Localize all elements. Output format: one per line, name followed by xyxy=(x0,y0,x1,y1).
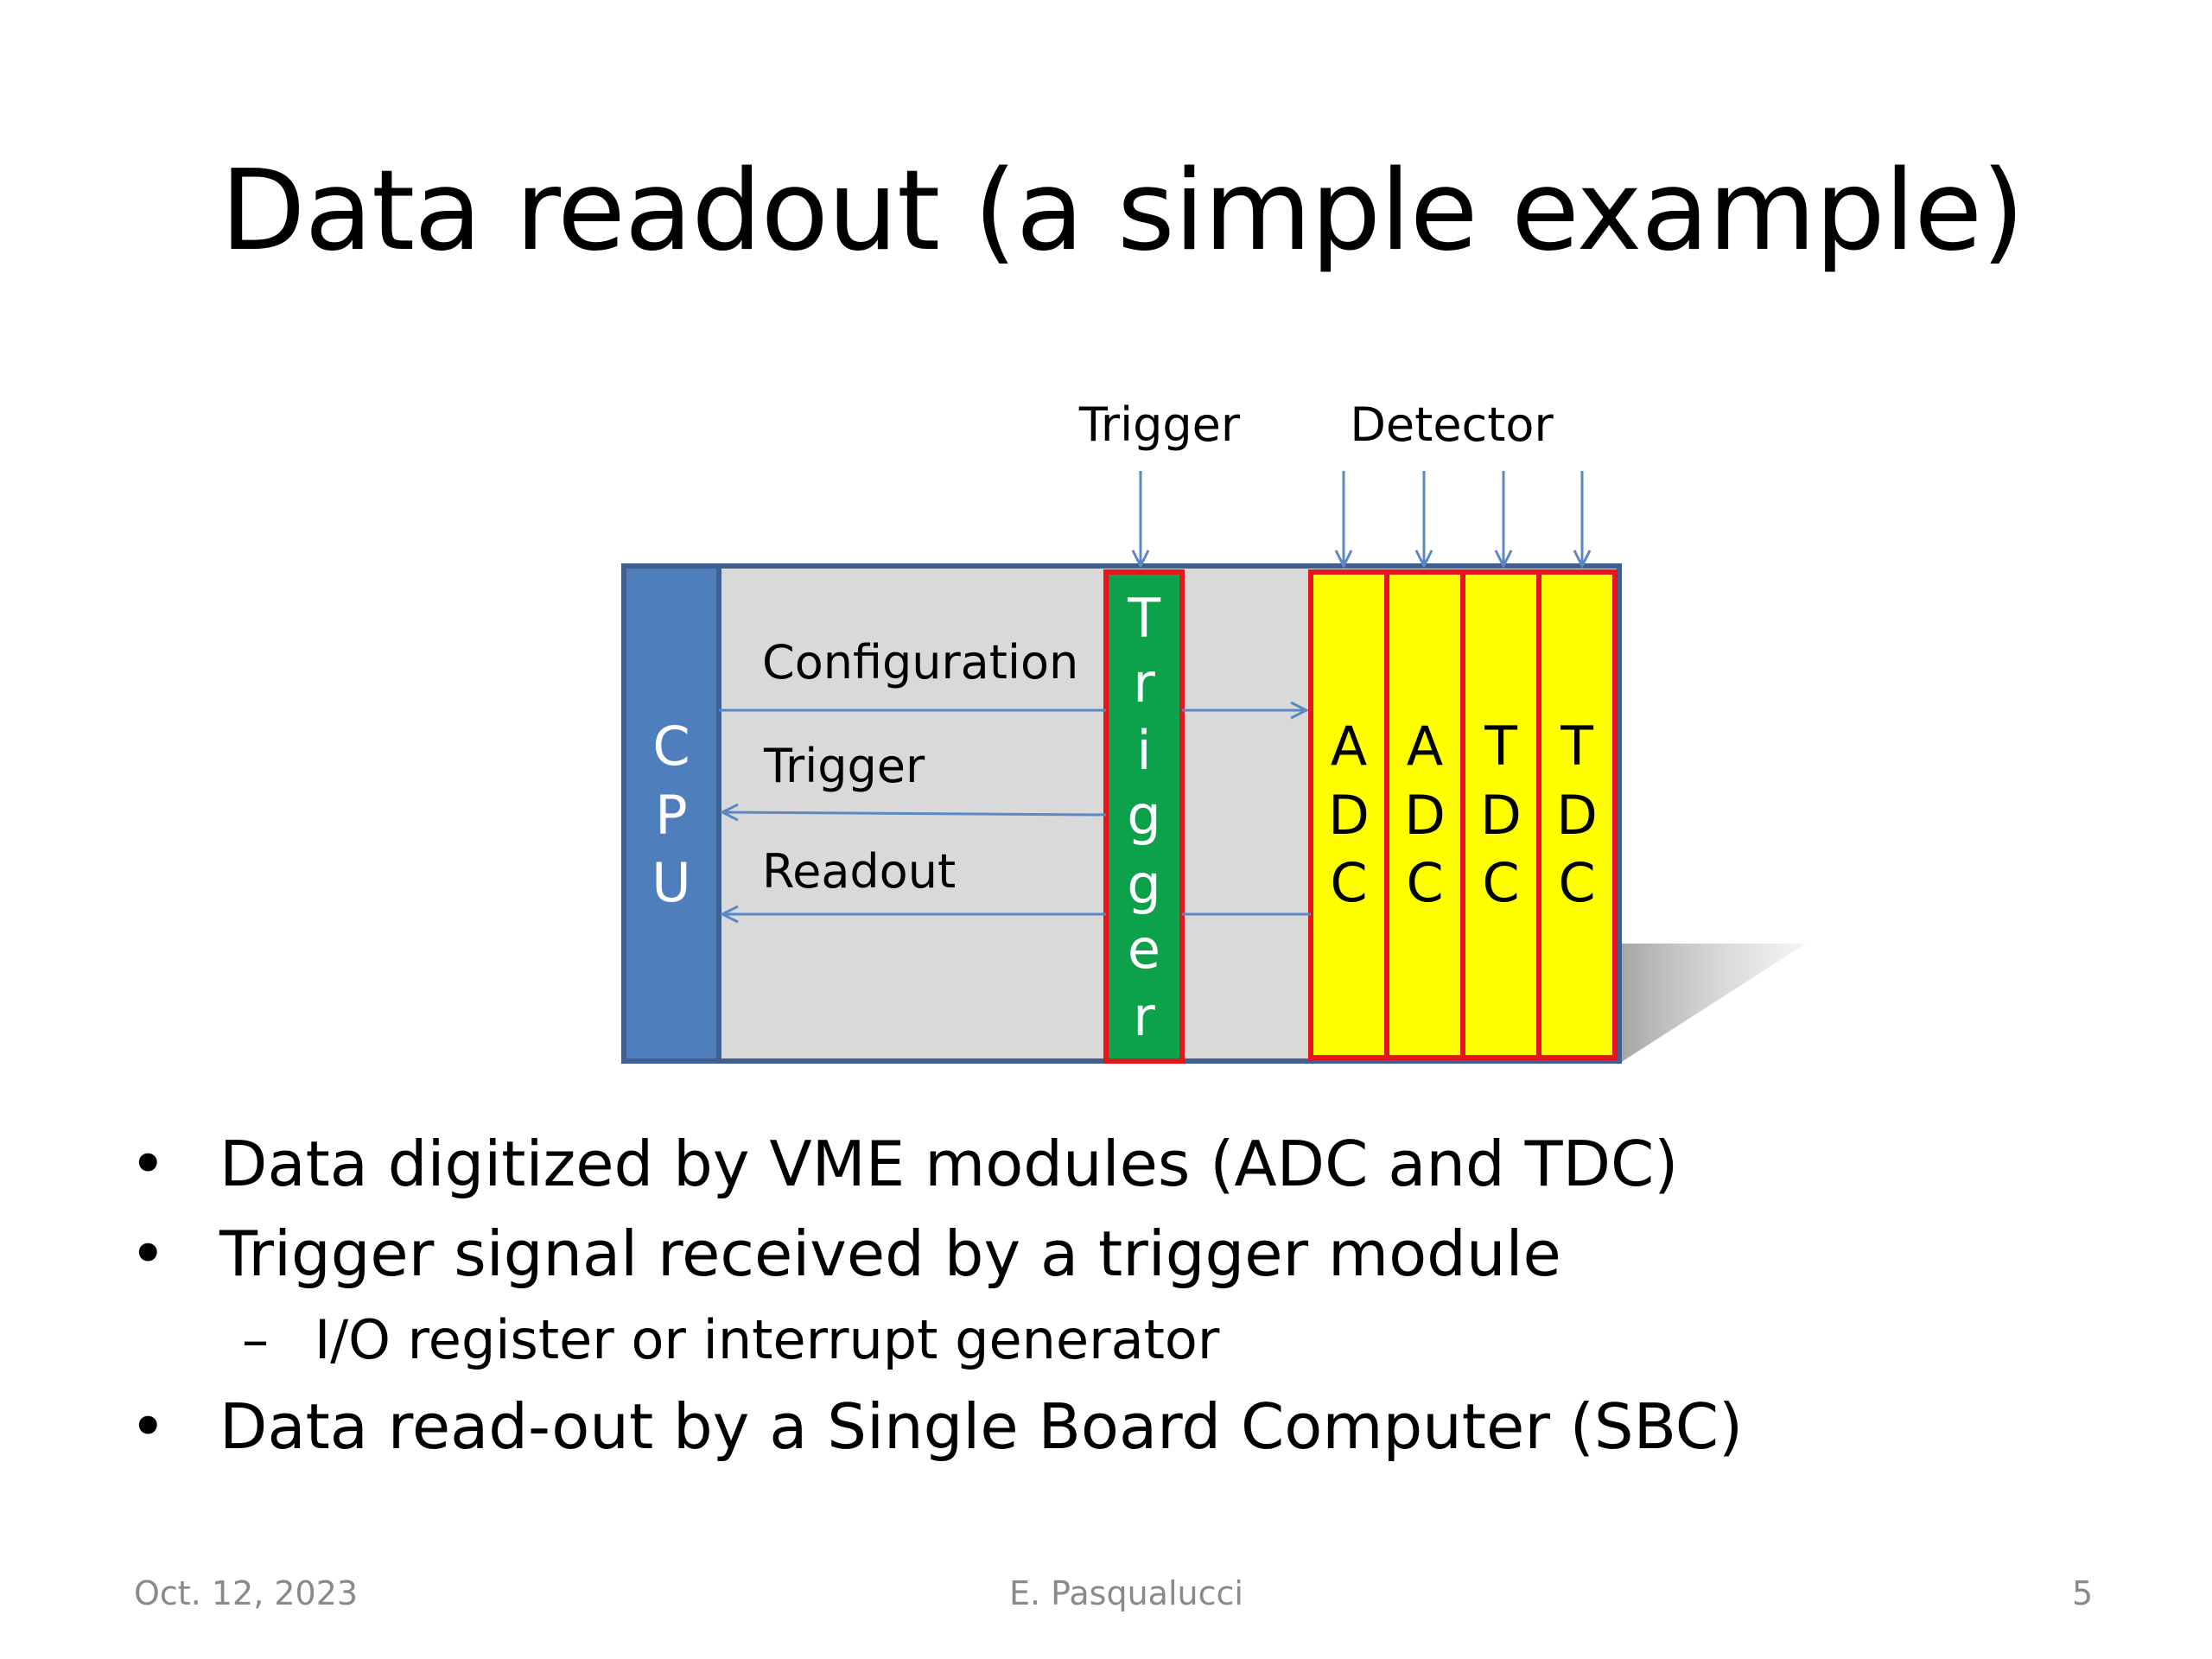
trigger-letter-3: i xyxy=(1136,719,1151,782)
trigger-letter-1: T xyxy=(1127,587,1161,650)
sub-bullet-item: – I/O register or interrupt generator xyxy=(130,1299,1743,1382)
signal-label-readout: Readout xyxy=(762,844,956,899)
bullet-text: Trigger signal received by a trigger mod… xyxy=(219,1217,1561,1290)
bullet-item-2: • Trigger signal received by a trigger m… xyxy=(130,1209,1743,1299)
module-1-letter-3: C xyxy=(1330,851,1367,914)
bullet-marker: • xyxy=(130,1390,167,1463)
signal-label-trigger: Trigger xyxy=(763,739,925,793)
bullet-text: Data digitized by VME modules (ADC and T… xyxy=(219,1128,1679,1200)
page-number: 5 xyxy=(2072,1574,2094,1612)
cpu-letter-p: P xyxy=(655,784,687,847)
bullet-item-1: • Data digitized by VME modules (ADC and… xyxy=(130,1119,1743,1209)
module-1-letter-2: D xyxy=(1328,784,1370,847)
bullet-item-3: • Data read-out by a Single Board Comput… xyxy=(130,1382,1743,1471)
slide-title: Data readout (a simple example) xyxy=(220,147,2024,276)
module-4-letter-1: T xyxy=(1560,715,1594,778)
cpu-letter-c: C xyxy=(652,715,690,778)
trigger-module xyxy=(1103,569,1185,1064)
trigger-letter-4: g xyxy=(1127,784,1160,847)
signal-label-configuration: Configuration xyxy=(762,635,1078,690)
footer-date: Oct. 12, 2023 xyxy=(134,1574,359,1612)
module-2-letter-3: C xyxy=(1406,851,1443,914)
sub-bullet-text: I/O register or interrupt generator xyxy=(315,1308,1220,1371)
module-4-letter-3: C xyxy=(1558,851,1595,914)
bullet-marker: • xyxy=(130,1128,167,1200)
module-3-letter-1: T xyxy=(1484,715,1518,778)
module-3-letter-2: D xyxy=(1480,784,1522,847)
bullet-marker: • xyxy=(130,1217,167,1290)
cpu-module xyxy=(621,563,721,1064)
module-4-letter-2: D xyxy=(1556,784,1598,847)
module-1-letter-1: A xyxy=(1331,715,1367,778)
module-2-letter-2: D xyxy=(1404,784,1446,847)
module-tdc-2 xyxy=(1536,569,1618,1060)
trigger-letter-2: r xyxy=(1133,652,1155,715)
trigger-signal-arrow xyxy=(722,812,1107,815)
top-label-detector: Detector xyxy=(1350,397,1554,452)
module-2-letter-1: A xyxy=(1407,715,1443,778)
module-adc-2 xyxy=(1384,569,1465,1060)
crate-shadow xyxy=(1618,944,1806,1065)
trigger-letter-5: g xyxy=(1127,853,1160,916)
bullet-text: Data read-out by a Single Board Computer… xyxy=(219,1390,1744,1463)
trigger-letter-7: r xyxy=(1133,985,1155,1048)
top-label-trigger: Trigger xyxy=(1078,397,1241,452)
sub-bullet-marker: – xyxy=(242,1308,269,1371)
footer-author: E. Pasqualucci xyxy=(1009,1574,1243,1612)
module-3-letter-3: C xyxy=(1482,851,1519,914)
bullet-list: • Data digitized by VME modules (ADC and… xyxy=(130,1119,1743,1471)
cpu-letter-u: U xyxy=(652,851,690,914)
trigger-letter-6: e xyxy=(1128,918,1160,981)
